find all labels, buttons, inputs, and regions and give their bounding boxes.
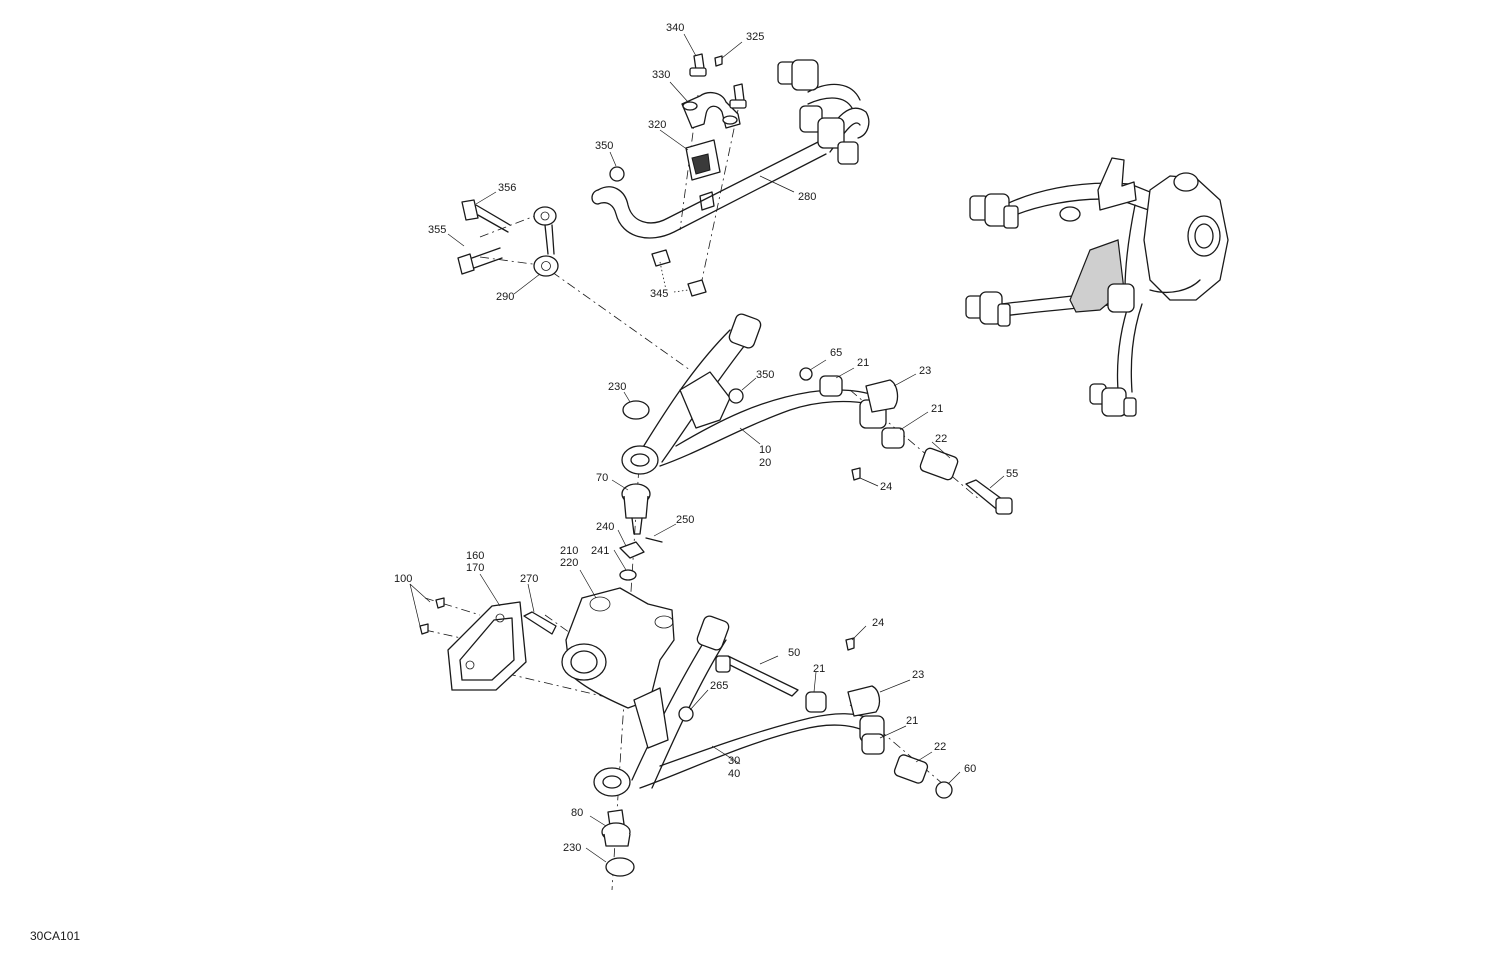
sway-bar (591, 59, 870, 239)
callout-22-b: 22 (934, 741, 946, 753)
callout-241: 241 (591, 545, 609, 557)
circlip-230-top (622, 400, 650, 420)
callout-60: 60 (964, 763, 976, 775)
callout-350-mid: 350 (756, 369, 774, 381)
callout-330: 330 (652, 69, 670, 81)
callout-40: 40 (728, 768, 740, 780)
callout-labels: 340 325 330 320 350 280 356 355 290 345 … (394, 22, 1018, 854)
diagram-code: 30CA101 (30, 929, 81, 943)
link-bolts (457, 199, 511, 275)
callout-230-top: 230 (608, 381, 626, 393)
callout-340: 340 (666, 22, 684, 34)
callout-22-a: 22 (935, 433, 947, 445)
callout-240: 240 (596, 521, 614, 533)
assembled-view (965, 157, 1229, 417)
callout-280: 280 (798, 191, 816, 203)
steering-knuckle (561, 587, 675, 709)
nut-350-top (609, 166, 625, 182)
callout-355: 355 (428, 224, 446, 236)
callout-55: 55 (1006, 468, 1018, 480)
callout-320: 320 (648, 119, 666, 131)
callout-21-d: 21 (906, 715, 918, 727)
callout-356: 356 (498, 182, 516, 194)
callout-250: 250 (676, 514, 694, 526)
callout-325: 325 (746, 31, 764, 43)
callout-270: 270 (520, 573, 538, 585)
plate-screws-100 (419, 597, 445, 635)
upper-a-arm (621, 313, 887, 475)
callout-265: 265 (710, 680, 728, 692)
brake-plate (447, 601, 527, 691)
callout-24-b: 24 (872, 617, 884, 629)
pin-270 (523, 611, 557, 635)
bar-clamp (681, 91, 741, 129)
callout-70: 70 (596, 472, 608, 484)
callout-23-b: 23 (912, 669, 924, 681)
lower-a-arm (593, 615, 885, 797)
callout-21-a: 21 (857, 357, 869, 369)
nut-265 (678, 706, 694, 722)
bar-bushing (685, 139, 721, 181)
callout-24-a: 24 (880, 481, 892, 493)
callout-50: 50 (788, 647, 800, 659)
callout-170: 170 (466, 562, 484, 574)
leader-lines (409, 33, 1005, 863)
callout-20: 20 (759, 457, 771, 469)
callout-65: 65 (830, 347, 842, 359)
clamp-bolts (689, 53, 747, 109)
upper-arm-hardware (799, 367, 1013, 515)
callout-30: 30 (728, 755, 740, 767)
lower-arm-hardware (715, 637, 953, 799)
callout-220: 220 (560, 557, 578, 569)
callout-345: 345 (650, 288, 668, 300)
callout-23-a: 23 (919, 365, 931, 377)
lock-nuts-345 (651, 249, 707, 297)
callout-100: 100 (394, 573, 412, 585)
callout-80: 80 (571, 807, 583, 819)
callout-10: 10 (759, 444, 771, 456)
nut-350-mid (728, 388, 744, 404)
circlip-230-bottom (605, 857, 635, 877)
ball-joint-80 (601, 809, 631, 847)
callout-210: 210 (560, 545, 578, 557)
callout-160: 160 (466, 550, 484, 562)
callout-21-c: 21 (813, 663, 825, 675)
sway-link (533, 206, 559, 277)
callout-230-bottom: 230 (563, 842, 581, 854)
callout-350-top: 350 (595, 140, 613, 152)
callout-290: 290 (496, 291, 514, 303)
ball-joint-70 (619, 483, 663, 581)
callout-21-b: 21 (931, 403, 943, 415)
